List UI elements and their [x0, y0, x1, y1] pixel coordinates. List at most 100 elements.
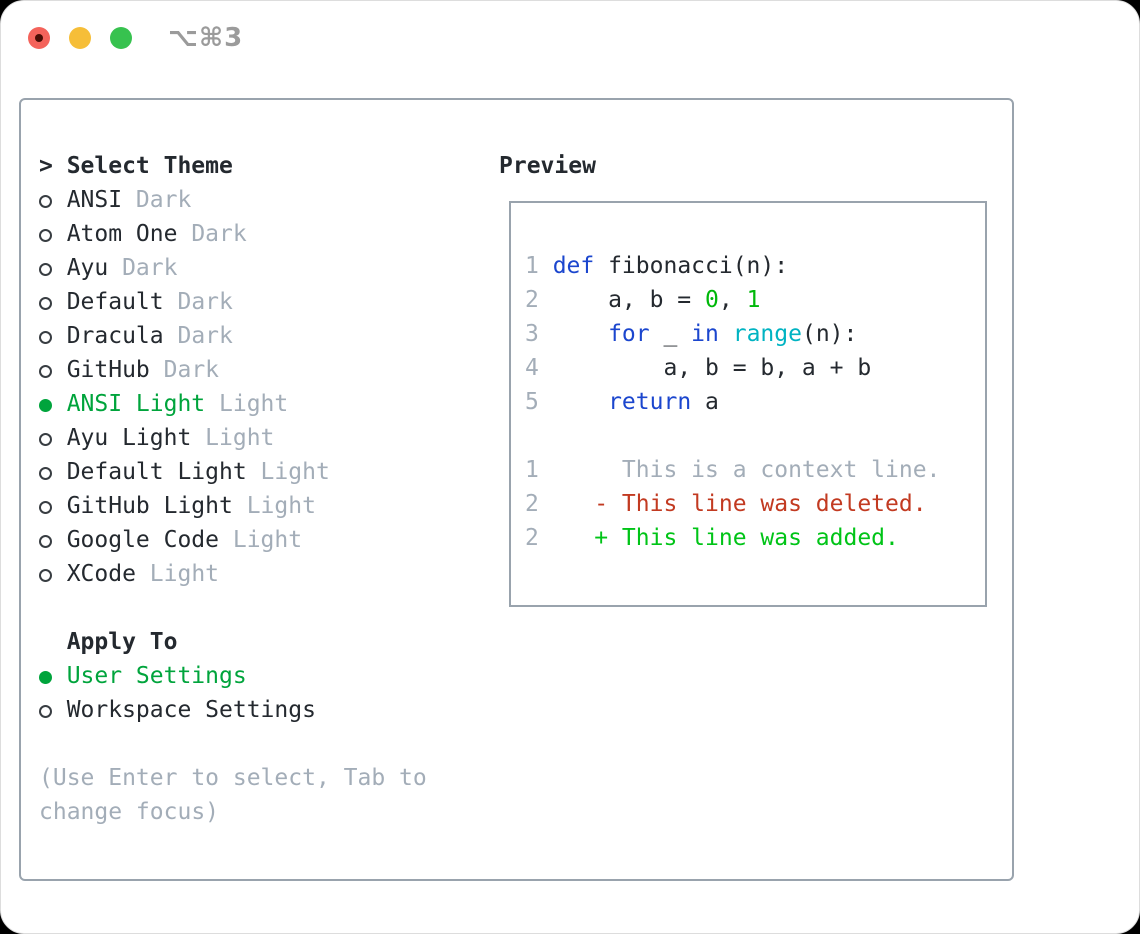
theme-option-ayu[interactable]: Ayu Dark: [39, 251, 489, 285]
close-button[interactable]: [28, 27, 50, 49]
radio-icon: [39, 319, 67, 353]
theme-option-default-light[interactable]: Default Light Light: [39, 455, 489, 489]
code-token: for: [608, 321, 650, 347]
open-circle-icon: [39, 501, 52, 514]
option-label: Default: [66, 289, 164, 315]
theme-option-default[interactable]: Default Dark: [39, 285, 489, 319]
theme-variant-tag: Dark: [149, 357, 220, 383]
option-label: GitHub: [66, 357, 150, 383]
radio-icon: [39, 353, 67, 387]
theme-list-title: Select Theme: [66, 153, 233, 179]
apply-option-user-settings[interactable]: User Settings: [39, 659, 489, 693]
code-token: This is a context line.: [552, 457, 941, 483]
apply-to-header: Apply To: [39, 625, 489, 659]
code-token: in: [691, 321, 719, 347]
radio-icon: [39, 183, 67, 217]
open-circle-icon: [39, 331, 52, 344]
open-circle-icon: [39, 195, 52, 208]
code-token: a: [691, 389, 719, 415]
code-line: 2 a, b = 0, 1: [525, 283, 985, 317]
apply-option-workspace-settings[interactable]: Workspace Settings: [39, 693, 489, 727]
open-circle-icon: [39, 705, 52, 718]
line-number: 2: [525, 287, 539, 313]
theme-option-github[interactable]: GitHub Dark: [39, 353, 489, 387]
selected-radio-icon: [39, 659, 67, 693]
code-token: a, b =: [552, 287, 706, 313]
open-circle-icon: [39, 263, 52, 276]
code-token: - This line was deleted.: [552, 491, 927, 517]
code-token: a, b = b, a + b: [552, 355, 872, 381]
spacer: [39, 591, 489, 625]
radio-icon: [39, 251, 67, 285]
code-token: 0: [705, 287, 719, 313]
radio-icon: [39, 557, 67, 591]
code-token: _: [649, 321, 692, 347]
code-token: fibonacci(n):: [594, 253, 789, 279]
blank-line: [525, 419, 985, 453]
preview-title: Preview: [499, 153, 596, 179]
open-circle-icon: [39, 535, 52, 548]
code-token: return: [608, 389, 692, 415]
theme-option-ansi[interactable]: ANSI Dark: [39, 183, 489, 217]
maximize-button[interactable]: [110, 27, 132, 49]
line-number: 2: [525, 491, 539, 517]
code-token: range: [732, 321, 802, 347]
option-label: ANSI Light: [66, 391, 206, 417]
option-label: Default Light: [66, 459, 247, 485]
apply-to-title: Apply To: [66, 629, 178, 655]
window-title: ⌥⌘3: [168, 23, 244, 53]
selected-radio-icon: [39, 387, 67, 421]
code-token: [719, 321, 733, 347]
minimize-button[interactable]: [69, 27, 91, 49]
theme-variant-tag: Light: [219, 527, 303, 553]
line-number: 4: [525, 355, 539, 381]
edited-indicator-icon: [35, 34, 43, 42]
theme-option-ansi-light[interactable]: ANSI Light Light: [39, 387, 489, 421]
code-token: def: [552, 253, 595, 279]
radio-icon: [39, 455, 67, 489]
code-token: ,: [718, 287, 747, 313]
theme-option-github-light[interactable]: GitHub Light Light: [39, 489, 489, 523]
theme-variant-tag: Light: [135, 561, 220, 587]
code-line: 4 a, b = b, a + b: [525, 351, 985, 385]
code-line: 1 This is a context line.: [525, 453, 985, 487]
code-token: 1: [746, 287, 761, 313]
radio-icon: [39, 285, 67, 319]
theme-variant-tag: Dark: [108, 255, 178, 281]
radio-icon: [39, 693, 67, 727]
open-circle-icon: [39, 433, 52, 446]
code-line: 2 - This line was deleted.: [525, 487, 985, 521]
code-line: 2 + This line was added.: [525, 521, 985, 555]
theme-option-ayu-light[interactable]: Ayu Light Light: [39, 421, 489, 455]
theme-option-google-code[interactable]: Google Code Light: [39, 523, 489, 557]
code-line: 1 def fibonacci(n):: [525, 249, 985, 283]
help-text-line-1: (Use Enter to select, Tab to: [39, 765, 427, 791]
line-number: 1: [525, 253, 539, 279]
line-number: 5: [525, 389, 539, 415]
radio-icon: [39, 489, 67, 523]
option-label: ANSI: [66, 187, 123, 213]
theme-option-xcode[interactable]: XCode Light: [39, 557, 489, 591]
open-circle-icon: [39, 467, 52, 480]
option-label: GitHub Light: [66, 493, 233, 519]
theme-variant-tag: Dark: [177, 221, 247, 247]
theme-option-atom-one[interactable]: Atom One Dark: [39, 217, 489, 251]
radio-icon: [39, 523, 67, 557]
theme-option-dracula[interactable]: Dracula Dark: [39, 319, 489, 353]
theme-variant-tag: Light: [246, 459, 330, 485]
filled-circle-icon: [39, 399, 52, 412]
theme-variant-tag: Dark: [163, 323, 233, 349]
option-label: Google Code: [66, 527, 220, 553]
theme-variant-tag: Dark: [122, 187, 192, 213]
radio-icon: [39, 217, 67, 251]
option-label: Ayu: [66, 255, 109, 281]
code-line: 3 for _ in range(n):: [525, 317, 985, 351]
open-circle-icon: [39, 297, 52, 310]
code-token: + This line was added.: [552, 525, 899, 551]
code-token: (n):: [801, 321, 858, 347]
